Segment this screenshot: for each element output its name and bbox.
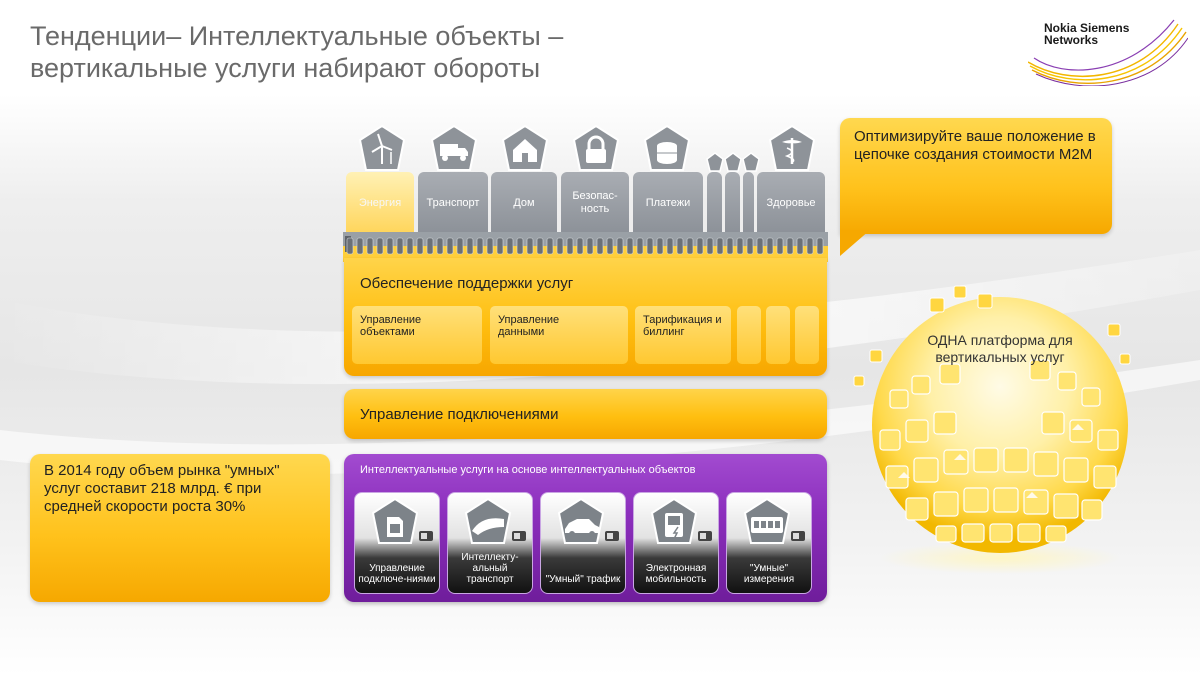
truck-icon bbox=[430, 124, 478, 171]
connection-management-title: Управление подключениями bbox=[360, 406, 559, 423]
train-icon bbox=[464, 497, 526, 544]
platform-globe bbox=[853, 285, 1131, 574]
meter-icon bbox=[743, 497, 805, 544]
vertical-tab-energy[interactable]: Энергия bbox=[346, 172, 414, 234]
platform-globe-label: ОДНА платформа для вертикальных услуг bbox=[927, 332, 1073, 365]
smart-services-title: Интеллектуальные услуги на основе интелл… bbox=[360, 464, 696, 476]
vertical-tab-extra-1[interactable] bbox=[707, 172, 722, 234]
page-title: Тенденции– Интеллектуальные объекты – ве… bbox=[30, 20, 730, 84]
smart-service-tile[interactable]: "Умные" измерения bbox=[726, 492, 812, 594]
title-line-1: Тенденции– Интеллектуальные объекты – bbox=[30, 21, 564, 51]
smart-service-label: Управление подключе-ниями bbox=[358, 563, 436, 585]
vertical-tab-health[interactable]: Здоровье bbox=[757, 172, 825, 234]
smart-service-label: "Умный" трафик bbox=[545, 574, 621, 585]
vertical-tab-extra-2[interactable] bbox=[725, 172, 740, 234]
nokia-siemens-logo bbox=[1028, 19, 1188, 86]
callout-tail bbox=[840, 230, 870, 256]
charging-icon bbox=[650, 497, 712, 544]
logo-text: Nokia Siemens Networks bbox=[1044, 21, 1130, 47]
smart-services-block: Интеллектуальные услуги на основе интелл… bbox=[344, 454, 827, 602]
house-icon bbox=[501, 124, 549, 171]
vertical-tab-transport[interactable]: Транспорт bbox=[418, 172, 488, 234]
data-management-box[interactable]: Управление данными bbox=[490, 306, 628, 364]
car-icon bbox=[557, 497, 619, 544]
smart-service-tile[interactable]: Интеллекту-альный транспорт bbox=[447, 492, 533, 594]
billing-box[interactable]: Тарификация и биллинг bbox=[635, 306, 731, 364]
knob-icon bbox=[742, 152, 760, 172]
market-callout: В 2014 году объем рынка "умных" услуг со… bbox=[30, 454, 330, 602]
vertical-tab-extra-3[interactable] bbox=[743, 172, 754, 234]
smart-service-label: Электронная мобильность bbox=[645, 563, 707, 585]
knob-icon bbox=[724, 152, 742, 172]
wind-turbine-icon bbox=[358, 124, 406, 171]
extra-box-2[interactable] bbox=[766, 306, 790, 364]
smart-service-tile[interactable]: Электронная мобильность bbox=[633, 492, 719, 594]
vertical-tab-payments[interactable]: Платежи bbox=[633, 172, 703, 234]
value-chain-callout: Оптимизируйте ваше положение в цепочке с… bbox=[840, 118, 1112, 234]
smart-service-tile[interactable]: Управление подключе-ниями bbox=[354, 492, 440, 594]
extra-box-1[interactable] bbox=[737, 306, 761, 364]
vertical-tab-home[interactable]: Дом bbox=[491, 172, 557, 234]
sim-card-icon bbox=[371, 497, 433, 544]
object-management-box[interactable]: Управление объектами bbox=[352, 306, 482, 364]
extra-box-3[interactable] bbox=[795, 306, 819, 364]
title-line-2: вертикальные услуги набирают обороты bbox=[30, 53, 541, 83]
smart-service-label: "Умные" измерения bbox=[743, 563, 795, 585]
vertical-tab-security[interactable]: Безопас- ность bbox=[561, 172, 629, 234]
knob-icon bbox=[706, 152, 724, 172]
service-support-title: Обеспечение поддержки услуг bbox=[360, 275, 574, 292]
padlock-icon bbox=[572, 124, 620, 171]
service-support-block: Обеспечение поддержки услуг Управление о… bbox=[344, 258, 827, 376]
smart-service-label: Интеллекту-альный транспорт bbox=[461, 552, 519, 585]
coins-icon bbox=[643, 124, 691, 171]
connection-management-block[interactable]: Управление подключениями bbox=[344, 389, 827, 439]
smart-service-tile[interactable]: "Умный" трафик bbox=[540, 492, 626, 594]
caduceus-icon bbox=[768, 124, 816, 171]
